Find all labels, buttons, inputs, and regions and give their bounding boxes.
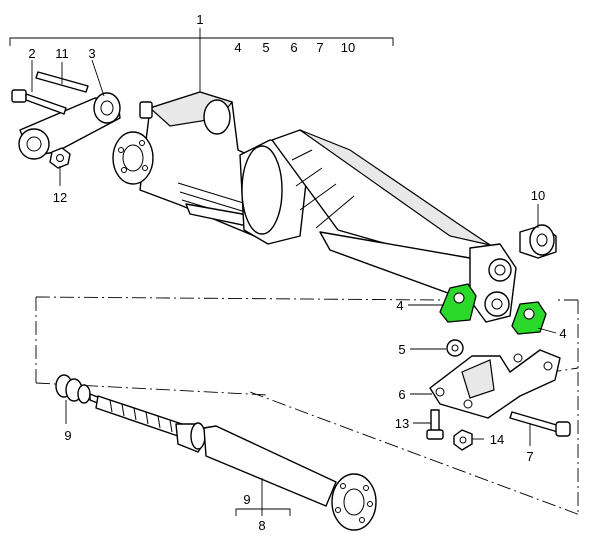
mount-4-left-hole [453,292,465,304]
label-10-top: 10 [341,40,355,55]
nut-12 [49,147,71,169]
rear-bracket [18,92,121,160]
nut-5 [446,339,464,357]
label-12: 12 [53,190,67,205]
leader-3 [91,59,105,97]
label-13: 13 [395,416,409,431]
bushing-10 [519,224,557,259]
transaxle-assembly [112,91,517,323]
bolt-2 [11,89,67,115]
label-4-right: 4 [559,326,566,341]
label-14: 14 [490,432,504,447]
label-7-top: 7 [316,40,323,55]
label-1: 1 [196,12,203,27]
long-bolt-7 [509,411,571,437]
label-9-left: 9 [64,428,71,443]
label-10: 10 [531,188,545,203]
drive-shaft-8 [95,395,377,531]
nut-14 [453,429,473,451]
label-2: 2 [28,46,35,61]
label-7: 7 [526,449,533,464]
shaft-bracket-line [235,508,291,516]
dashed-boundary [35,296,581,516]
label-5: 5 [398,342,405,357]
label-8: 8 [258,518,265,533]
label-5-top: 5 [262,40,269,55]
label-11: 11 [55,46,69,61]
label-9-shaft: 9 [243,492,250,507]
bolt-13 [426,409,444,440]
leader-4-right [537,327,557,334]
label-4-left: 4 [396,298,403,313]
label-6-top: 6 [290,40,297,55]
label-3: 3 [88,46,95,61]
label-4-top: 4 [234,40,241,55]
mount-4-right-hole [523,308,535,320]
label-6: 6 [398,387,405,402]
crossmember-6 [429,349,561,419]
damper-9 [55,374,101,405]
assembly-bracket-line [9,37,394,46]
